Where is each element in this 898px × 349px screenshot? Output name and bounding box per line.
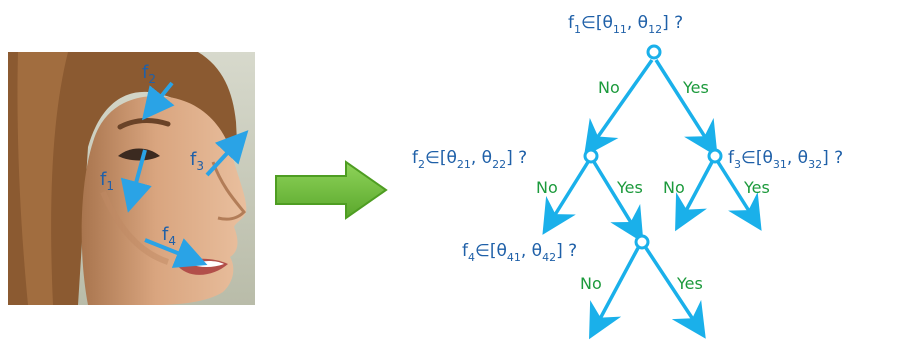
eyebrow [117, 117, 171, 130]
edge-right-yes [716, 161, 762, 231]
branch-label-right-yes: Yes [743, 178, 770, 197]
feature-arrow-f2 [141, 81, 175, 121]
branch-label-lower-yes: Yes [676, 274, 703, 293]
branch-label-lower-no: No [580, 274, 602, 293]
big-green-arrow [275, 160, 388, 220]
node-lower [634, 234, 650, 250]
branch-label-left-yes: Yes [616, 178, 643, 197]
feature-label-f1: f1 [100, 169, 114, 193]
feature-arrow-f4 [144, 238, 208, 268]
edge-right-no [675, 161, 714, 232]
edge-left-no [542, 161, 590, 235]
node-label-lower: f4∈[θ41, θ42] ? [462, 241, 577, 264]
feature-label-f3: f3 [190, 149, 204, 173]
node-left [583, 148, 599, 164]
node-root [646, 44, 662, 60]
node-right [707, 148, 723, 164]
edge-root-right [654, 59, 718, 157]
feature-label-f2: f2 [142, 62, 156, 86]
feature-label-f4: f4 [162, 224, 176, 248]
node-label-left: f2∈[θ21, θ22] ? [412, 148, 527, 171]
edge-lower-no [589, 247, 640, 340]
feature-arrow-f3 [205, 130, 249, 177]
feature-arrow-f1 [120, 149, 152, 213]
branch-label-root-yes: Yes [682, 78, 709, 97]
node-label-right: f3∈[θ31, θ32] ? [728, 148, 843, 171]
hair-highlight [17, 52, 68, 305]
branch-label-left-no: No [536, 178, 558, 197]
edge-root-left [583, 58, 654, 157]
node-label-root: f1∈[θ11, θ12] ? [568, 13, 683, 36]
nose [211, 161, 247, 221]
branch-label-root-no: No [598, 78, 620, 97]
cheek-shadow [100, 190, 170, 265]
edge-lower-yes [644, 247, 706, 339]
branch-label-right-no: No [663, 178, 685, 197]
eye [118, 148, 160, 161]
face-photo [8, 52, 255, 305]
hair [8, 52, 238, 305]
edge-left-yes [592, 161, 644, 243]
